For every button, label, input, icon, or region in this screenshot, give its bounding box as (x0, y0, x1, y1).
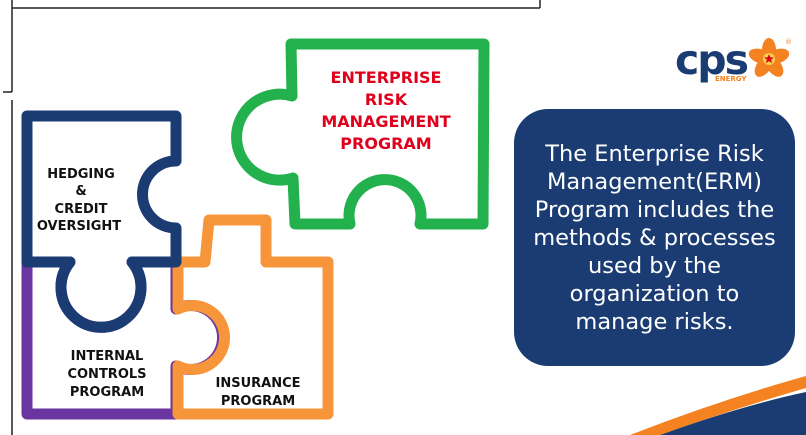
piece-insurance-line: INSURANCE (215, 376, 300, 391)
piece-hedging-line: HEDGING (47, 167, 115, 182)
info-box: The Enterprise Risk Management(ERM) Prog… (514, 109, 795, 366)
piece-enterprise-line: RISK (365, 90, 408, 109)
frame-lines (3, 0, 541, 435)
piece-hedging-line: & (75, 184, 86, 199)
registered-mark: ® (785, 38, 791, 46)
piece-internal-line: INTERNAL (71, 349, 144, 364)
piece-hedging-line: CREDIT (55, 202, 108, 217)
piece-enterprise-line: ENTERPRISE (331, 68, 442, 87)
piece-enterprise-line: PROGRAM (340, 134, 431, 153)
logo-subtext: ENERGY (715, 75, 747, 83)
piece-enterprise-label: ENTERPRISE RISK MANAGEMENT PROGRAM (321, 68, 450, 153)
piece-insurance-line: PROGRAM (221, 394, 295, 409)
piece-internal-line: CONTROLS (67, 367, 146, 382)
piece-insurance-label: INSURANCE PROGRAM (215, 376, 300, 409)
piece-internal-line: PROGRAM (70, 385, 144, 400)
piece-insurance-outline (172, 214, 334, 420)
piece-hedging-label: HEDGING & CREDIT OVERSIGHT (37, 167, 121, 234)
piece-hedging-outline (21, 110, 182, 333)
piece-hedging-line: OVERSIGHT (37, 219, 121, 234)
piece-enterprise-line: MANAGEMENT (321, 112, 450, 131)
flower-icon: ® (748, 38, 791, 77)
cps-energy-logo: cps ENERGY ® (675, 36, 793, 88)
piece-enterprise-outline (231, 38, 490, 230)
piece-internal-label: INTERNAL CONTROLS PROGRAM (67, 349, 146, 400)
info-box-text: The Enterprise Risk Management(ERM) Prog… (533, 140, 776, 335)
logo-letters: cps (675, 36, 749, 84)
corner-swoosh (630, 376, 806, 435)
